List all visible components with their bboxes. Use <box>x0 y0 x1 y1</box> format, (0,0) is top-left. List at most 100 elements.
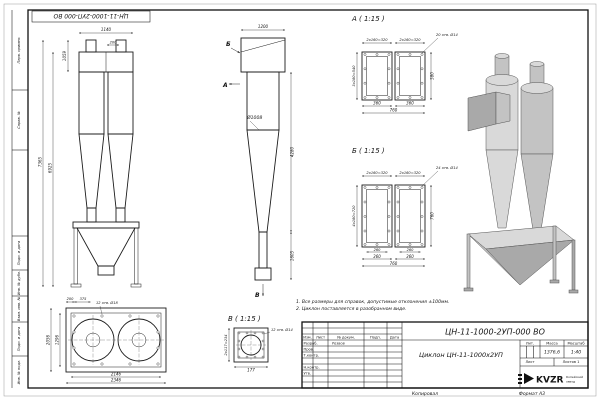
stamp-doc-number: ЦН-11-1000-2УП-000 ВО <box>53 12 128 19</box>
dim-label-holes: 12 отв. Ø18 <box>96 300 119 305</box>
side-view: 1200 Б А Ø1008 4280 1605 В <box>222 24 295 299</box>
sheet-label: Лист <box>525 360 534 364</box>
detail-b-dimensions: 2х160=320 2х160=320 24 отв. Ø14 4х180=72… <box>352 165 459 267</box>
stamp-top: ЦН-11-1000-2УП-000 ВО <box>31 10 151 23</box>
row-razrab: Разраб. <box>304 342 318 346</box>
dim-label-flange: 375 <box>80 297 88 301</box>
margin-label: Справ. № <box>17 111 21 129</box>
dim-label-pitch-vertical: 3х180=540 <box>352 65 356 87</box>
title-doc-number: ЦН-11-1000-2УП-000 ВО <box>445 328 545 337</box>
company-line: Копейский <box>566 375 583 379</box>
bolt-holes <box>363 53 424 99</box>
dim-label-cone-height: 4280 <box>290 146 295 157</box>
header-data: Дата <box>390 336 399 340</box>
sheets-label: Листов 1 <box>563 360 580 364</box>
dim-label-outlet-height: 1605 <box>290 250 295 261</box>
dim-label-inner: 260 <box>374 248 382 252</box>
dim-label-width-outer: 2346 <box>111 378 122 383</box>
footer-format: Формат А3 <box>519 391 545 397</box>
dim-label-pitch: 2х160=320 <box>366 38 388 42</box>
logo-text: KVZR <box>536 376 563 386</box>
detail-v-title: В ( 1:15 ) <box>228 315 261 323</box>
dim-label-depth-inner: 1296 <box>55 334 60 345</box>
dim-label-width-total: 760 <box>390 261 398 266</box>
dim-label-pitch: 2х160=320 <box>399 38 421 42</box>
dim-label-holes: 12 отв. Ø14 <box>271 327 294 332</box>
dim-label-gap: 200 <box>67 297 75 301</box>
company-logo: KVZR Копейский завод <box>518 373 583 386</box>
lit-label: Лит. <box>526 341 534 345</box>
bottom-view: 200 375 12 отв. Ø18 1296 2056 2146 2346 <box>46 297 167 384</box>
margin-label: Инв. № дубл. <box>17 271 21 296</box>
header-doc: № докум. <box>337 336 355 340</box>
detail-b-linework <box>361 184 426 248</box>
footer-kopiroval: Копировал <box>412 391 438 397</box>
margin-label: Перв. примен. <box>17 37 21 64</box>
header-podp: Подп. <box>370 336 381 340</box>
dim-label-gap: 200 <box>110 41 118 45</box>
mass-label: Масса <box>546 341 557 345</box>
dim-label-pitch-vertical: 2х117=234 <box>224 334 228 356</box>
detail-a-linework <box>361 51 426 101</box>
bottom-view-dimensions: 200 375 12 отв. Ø18 1296 2056 2146 2346 <box>46 297 167 384</box>
note-line: 1. Все размеры для справок, допустимые о… <box>296 299 449 305</box>
dim-label-diameter: Ø1008 <box>246 114 262 121</box>
isometric-view <box>463 53 579 294</box>
header-izm: Изм. <box>303 336 311 340</box>
dim-label-width: 177 <box>247 368 255 373</box>
dim-label-holes: 24 отв. Ø14 <box>436 165 459 170</box>
margin-label: Инв. № подл. <box>17 360 21 385</box>
row-utv: Утв. <box>304 372 312 376</box>
dim-label-inner: 260 <box>407 248 415 252</box>
dim-label-top-width: 1200 <box>258 24 269 29</box>
dim-label-inlet-width: 1140 <box>101 27 112 32</box>
dim-label-holes: 20 отв. Ø14 <box>436 32 459 37</box>
dim-label-depth-outer: 2056 <box>46 334 51 345</box>
detail-a-title: А ( 1:15 ) <box>351 15 385 23</box>
front-view-linework <box>70 39 142 288</box>
dim-label-total-height: 7365 <box>38 156 43 167</box>
row-razrab-name: Резвов <box>332 342 345 346</box>
scale-value: 1:40 <box>571 350 581 356</box>
margin-label: Подп. и дата <box>17 327 21 351</box>
front-view-dimensions: 1140 200 1059 6925 7365 <box>38 27 134 288</box>
dim-label-width: 360 <box>406 101 414 106</box>
notes: 1. Все размеры для справок, допустимые о… <box>296 299 449 312</box>
row-nkontr: Н.контр. <box>304 366 320 370</box>
section-label-b: Б <box>226 41 231 48</box>
side-view-linework <box>240 37 286 281</box>
dim-label-width-inner: 2146 <box>111 372 122 377</box>
front-view: 1140 200 1059 6925 7365 <box>38 27 142 288</box>
bolt-holes <box>72 314 160 366</box>
dim-label-width: 360 <box>373 101 381 106</box>
detail-a-dimensions: 2х160=320 2х160=320 20 отв. Ø14 3х180=54… <box>352 32 459 114</box>
header-list: Лист <box>316 336 325 340</box>
sheet-footer: Копировал Формат А3 <box>412 391 545 397</box>
dim-label-height: 760 <box>430 212 435 220</box>
detail-a-view: А ( 1:15 ) 2х160=320 2х160=320 20 отв. <box>351 15 459 114</box>
title-block: ЦН-11-1000-2УП-000 ВО Циклон ЦН-11-1000х… <box>301 321 589 389</box>
product-name: Циклон ЦН-11-1000х2УП <box>419 351 503 359</box>
margin-label: Подп. и дата <box>17 241 21 265</box>
note-line: 2. Циклон поставляется в разобранном вид… <box>296 306 406 312</box>
dim-label-pitch: 2х160=320 <box>366 171 388 175</box>
bolt-holes <box>363 186 424 246</box>
scale-label: Масштаб <box>567 341 585 345</box>
side-view-dimensions: 1200 Б А Ø1008 4280 1605 В <box>222 24 295 299</box>
detail-v-view: В ( 1:15 ) 2х117=234 177 12 отв. Ø14 <box>224 315 294 373</box>
dim-label-inlet-height: 1059 <box>62 50 67 61</box>
dim-label-pitch: 2х160=320 <box>399 171 421 175</box>
section-label-a: А <box>222 82 228 89</box>
dim-label-body-height: 6925 <box>48 162 53 173</box>
dim-label-height: 580 <box>430 72 435 80</box>
row-prov: Пров. <box>304 348 314 352</box>
detail-b-title: Б ( 1:15 ) <box>352 147 385 155</box>
dim-label-width: 360 <box>406 254 414 259</box>
bottom-view-linework <box>65 307 167 373</box>
detail-b-view: Б ( 1:15 ) 2х160=320 2х160=320 24 отв. <box>352 147 459 267</box>
detail-v-dimensions: 2х117=234 177 12 отв. Ø14 <box>224 327 294 373</box>
company-line: завод <box>566 380 575 384</box>
section-label-v: В <box>255 292 260 299</box>
